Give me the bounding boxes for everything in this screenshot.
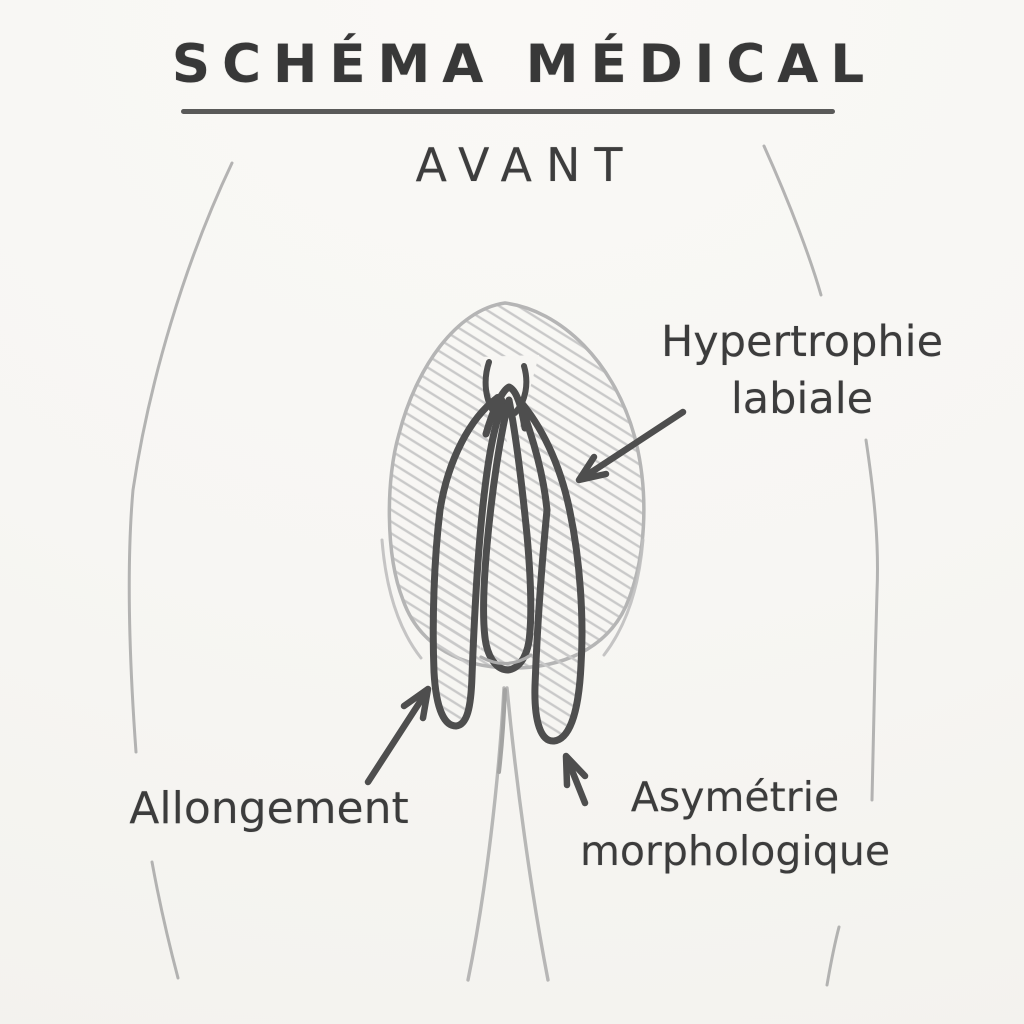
- hypertrophy-label-line1: Hypertrophie: [660, 317, 944, 367]
- elongation-label-text: Allongement: [129, 783, 409, 834]
- title-underline: [181, 109, 835, 114]
- crease-right: [602, 538, 645, 657]
- page-subtitle: AVANT: [415, 138, 637, 192]
- hood-horn-left: [482, 359, 498, 417]
- page-title: SCHÉMA MÉDICAL: [171, 34, 877, 95]
- elongation-arrow-head: [400, 685, 432, 722]
- hypertrophy-arrow-shaft: [577, 408, 687, 483]
- gluteal-fold-right-line: [505, 686, 550, 982]
- hypertrophy-label-line2: labiale: [730, 373, 874, 424]
- asymmetry-arrow-shaft: [563, 754, 589, 807]
- crease-left: [380, 538, 423, 660]
- gluteal-fold-apex: [497, 688, 507, 774]
- hypertrophy-label: Hypertrophie labiale: [622, 314, 982, 428]
- annotation-arrows: [364, 408, 687, 807]
- asymmetry-label: Asymétrie morphologique: [560, 770, 910, 878]
- gluteal-fold: [466, 686, 550, 982]
- hypertrophy-arrow-head: [575, 453, 610, 484]
- thigh-contour-right-mid: [864, 438, 880, 802]
- gluteal-fold-left-line: [466, 686, 506, 982]
- fourchette-line: [479, 653, 533, 666]
- thigh-contour-right-lower: [825, 925, 841, 987]
- elongation-arrow-shaft: [364, 687, 431, 786]
- labia-minora-right: [515, 396, 586, 745]
- vestibule: [479, 396, 535, 674]
- thigh-contour-left-upper: [127, 161, 234, 754]
- labia-minora-group: [429, 359, 586, 745]
- asymmetry-arrow-head: [562, 752, 589, 789]
- hood-horn-right: [512, 363, 530, 416]
- labia-minora-left: [429, 393, 507, 730]
- asymmetry-label-line2: morphologique: [579, 827, 891, 876]
- body-contours: [127, 144, 880, 987]
- elongation-label: Allongement: [104, 780, 434, 838]
- relief-left-gap: [470, 402, 509, 650]
- side-creases: [380, 538, 645, 660]
- thigh-contour-right-upper: [762, 144, 823, 297]
- asymmetry-label-line1: Asymétrie: [630, 773, 840, 821]
- asymmetry-arrow-icon: [562, 752, 589, 807]
- elongation-arrow-icon: [364, 685, 432, 786]
- thigh-contour-left-lower: [150, 860, 180, 980]
- hypertrophy-arrow-icon: [575, 408, 687, 484]
